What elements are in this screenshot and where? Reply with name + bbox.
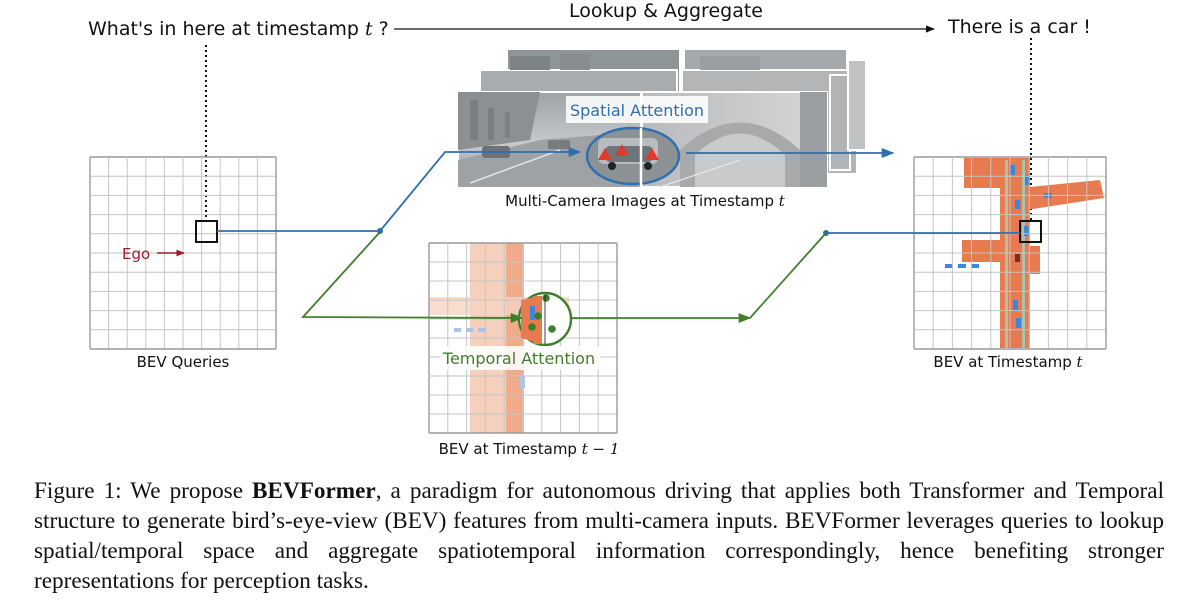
bev-queries-label: BEV Queries (137, 353, 230, 371)
query-question: What's in here at timestamp t ? (88, 18, 389, 40)
multi-camera-label: Multi-Camera Images at Timestamp t (505, 192, 786, 210)
caption-prefix: Figure 1: We propose (34, 478, 253, 504)
caption-model-name: BEVFormer (252, 478, 376, 504)
answer-cell-highlight (1019, 220, 1042, 243)
figure-caption: Figure 1: We propose BEVFormer, a paradi… (34, 476, 1164, 596)
temporal-attention-label: Temporal Attention (442, 349, 595, 368)
multi-camera-images (457, 50, 867, 188)
bev-prev-label: BEV at Timestamp t − 1 (439, 440, 620, 458)
caption-body: , a paradigm for autonomous driving that… (34, 478, 1165, 594)
temporal-flow-line-in (300, 231, 524, 323)
temporal-attention-circle (517, 291, 573, 347)
temporal-to-output-line (749, 232, 827, 319)
lookup-aggregate-label: Lookup & Aggregate (569, 0, 763, 22)
ego-label: Ego (122, 245, 150, 263)
bevformer-figure: What's in here at timestamp t ? Lookup &… (88, 0, 1107, 458)
bev-current-label: BEV at Timestamp t (933, 353, 1083, 371)
answer-text: There is a car ! (947, 16, 1091, 38)
spatial-attention-label: Spatial Attention (570, 101, 704, 120)
spatial-flow-line-in (217, 146, 582, 232)
query-cell-highlight (195, 220, 218, 243)
